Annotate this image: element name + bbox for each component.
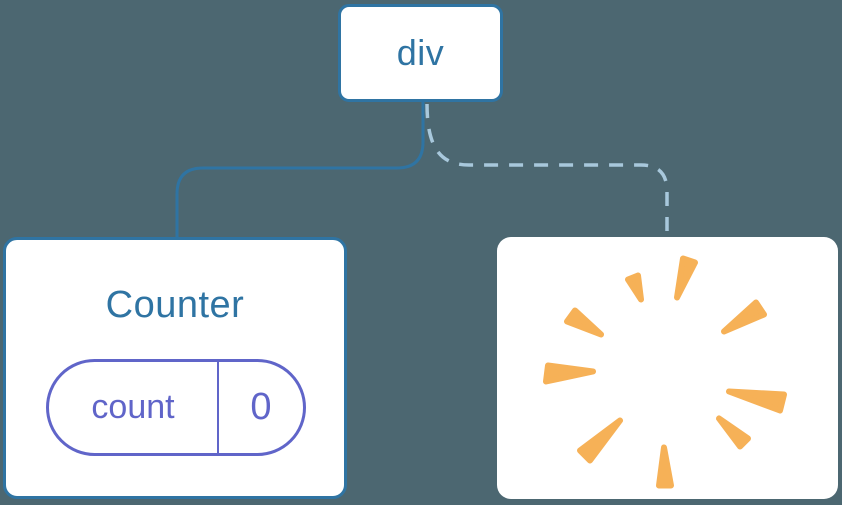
- removed-component-card: [497, 237, 838, 499]
- spark-shape: [726, 388, 787, 414]
- spark-shape: [625, 272, 644, 303]
- root-node: div: [338, 4, 503, 102]
- component-title: Counter: [105, 284, 245, 326]
- state-pill: count 0: [46, 359, 306, 456]
- counter-component-card: Counter count 0: [3, 237, 347, 499]
- spark-shape: [721, 299, 767, 335]
- spark-shape: [577, 417, 623, 464]
- spark-shape: [716, 415, 751, 450]
- poof-burst-icon: [543, 255, 787, 489]
- dashed-connector-line: [425, 103, 669, 238]
- solid-connector-line: [175, 100, 425, 238]
- spark-shape: [674, 255, 698, 301]
- state-value-label: 0: [250, 386, 272, 428]
- spark-shape: [543, 362, 596, 385]
- root-node-label: div: [396, 32, 445, 73]
- spark-shape: [564, 307, 604, 338]
- state-key-label: count: [49, 362, 219, 453]
- spark-shape: [656, 444, 674, 489]
